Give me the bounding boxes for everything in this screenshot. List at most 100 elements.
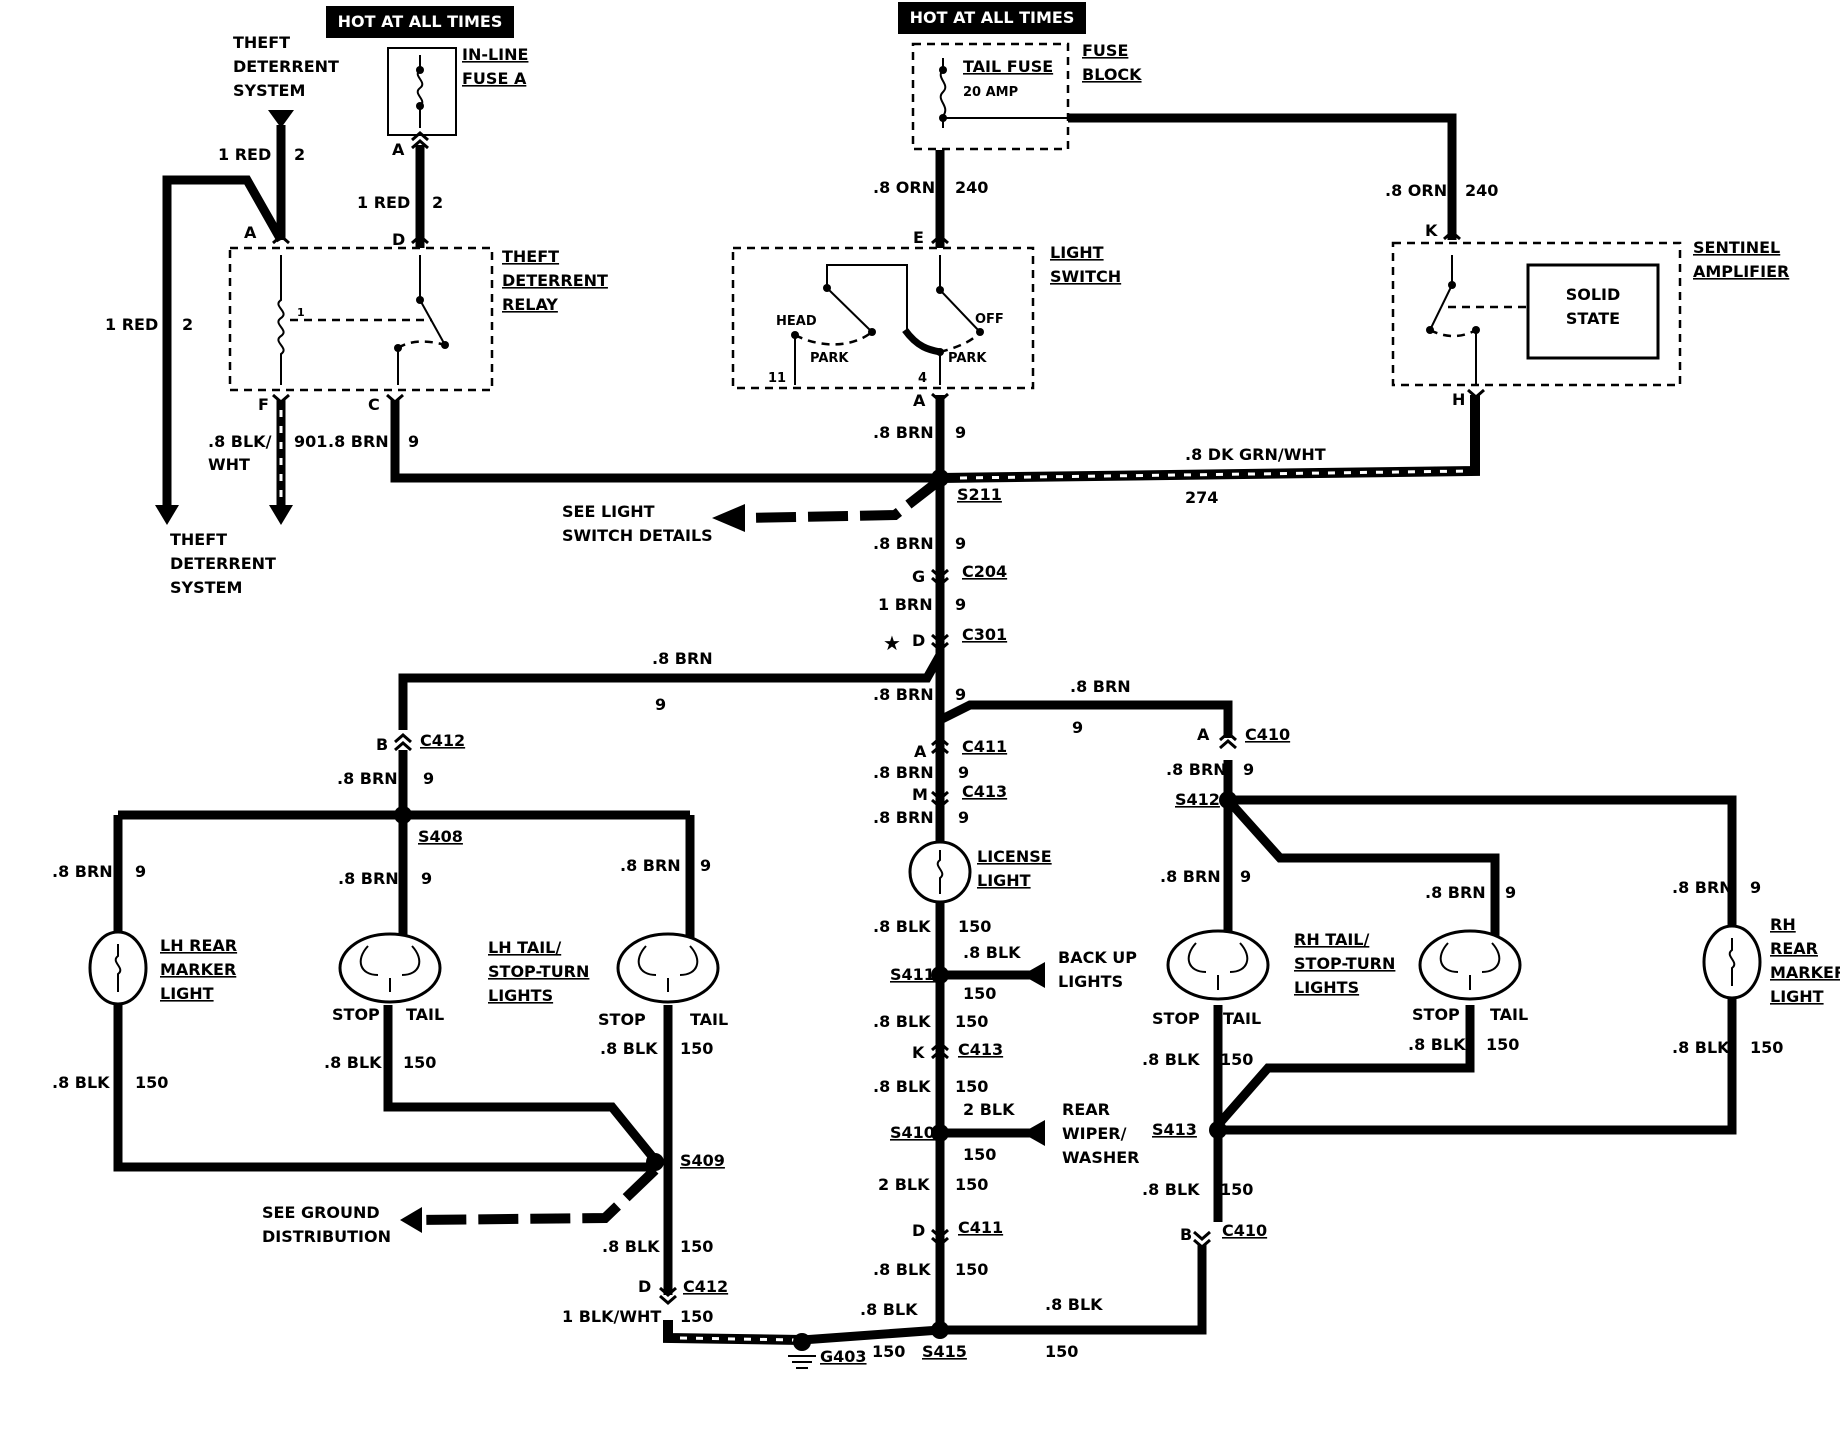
wire-blk-rh-marker-circ: 150 [1750, 1038, 1783, 1057]
pin-a-c410: A [1197, 725, 1210, 744]
see-light-switch-2: SWITCH DETAILS [562, 526, 713, 545]
lh-marker-label-1: LH REAR [160, 936, 237, 955]
pin-e-switch: E [913, 228, 924, 247]
license-light-bulb [908, 840, 972, 904]
arrows [155, 110, 1045, 1233]
wire-s415-to-g403 [801, 1325, 941, 1345]
labels: THEFT DETERRENT SYSTEM IN-LINE FUSE A TA… [52, 33, 1840, 1366]
wire-fuse-to-sentinel [1068, 113, 1457, 240]
splice-s409: S409 [680, 1151, 725, 1170]
wire-lh-stop-ground [383, 1005, 659, 1163]
arrow-left-light-switch [712, 504, 745, 532]
connector-c411-bottom: C411 [958, 1218, 1003, 1237]
inline-fuse-label-2: FUSE A [462, 69, 527, 88]
lh-tail-label-2: STOP-TURN [488, 962, 589, 981]
lh-tail-label-1: LH TAIL/ [488, 938, 561, 957]
hot-header-2: HOT AT ALL TIMES [910, 8, 1075, 27]
wire-g403-circ: 150 [872, 1342, 905, 1361]
mark-relay-d [411, 234, 429, 245]
pin-f-relay: F [258, 395, 269, 414]
mark-relay-f [272, 393, 290, 404]
wire-see-ground [419, 1166, 659, 1225]
rh-tail-stop-turn-bulb [1418, 929, 1522, 1001]
fuse-a-dot-top [416, 66, 424, 74]
rh-marker-label-2: REAR [1770, 939, 1818, 958]
connector-c204: C204 [962, 562, 1007, 581]
components: HOT AT ALL TIMES HOT AT ALL TIMES [88, 2, 1762, 1369]
wire-blk-s415-left: .8 BLK [860, 1300, 918, 1319]
wire-brn-lh-tail-circ: 9 [700, 856, 711, 875]
wire-blk-rh-marker: .8 BLK [1672, 1038, 1730, 1057]
tail-fuse-dot-top [939, 66, 947, 74]
switch-park2-label: PARK [948, 351, 987, 366]
wire-orn-sentinel-circ: 240 [1465, 181, 1498, 200]
arrow-left-wiper [1022, 1120, 1045, 1146]
wire-brn-c410: .8 BRN [1166, 760, 1227, 779]
splice-s211-dot [931, 469, 949, 487]
wire-orn-switch-circ: 240 [955, 178, 988, 197]
see-ground-1: SEE GROUND [262, 1203, 380, 1222]
pin-b-c412: B [376, 735, 388, 754]
wire-orn-sentinel: .8 ORN [1385, 181, 1447, 200]
wire-blk-s413: .8 BLK [1142, 1180, 1200, 1199]
wire-brn-lh-tail: .8 BRN [620, 856, 681, 875]
wire-blk-s409-circ: 150 [680, 1237, 713, 1256]
star-marker: ★ [883, 631, 901, 655]
switch-pin-11: 11 [768, 371, 786, 386]
wire-rh-marker-ground [1218, 995, 1737, 1135]
mark-c411-top [931, 736, 949, 755]
wire-blk-c413-circ: 150 [955, 1077, 988, 1096]
rh-tail-label-b: TAIL [1490, 1005, 1528, 1024]
wire-left-branch [398, 652, 944, 730]
wire-dkgrn-wht-stripe [959, 469, 1471, 480]
wire-brn-s211-below: .8 BRN [873, 534, 934, 553]
splice-s408: S408 [418, 827, 463, 846]
wire-red-fuse: 1 RED [357, 193, 410, 212]
see-ground-2: DISTRIBUTION [262, 1227, 391, 1246]
arrow-left-ground [400, 1207, 422, 1233]
light-switch [731, 246, 1035, 390]
wire-s412-to-rh-tail [1224, 796, 1500, 940]
connector-c413-top: C413 [962, 782, 1007, 801]
solid-state-box [1526, 263, 1660, 360]
wire-s412-to-rh-marker [1228, 795, 1737, 935]
sentinel-contact [1429, 255, 1453, 331]
connector-c410-bottom: C410 [1222, 1221, 1267, 1240]
wire-right-branch [937, 700, 1233, 738]
pin-d-c412: D [638, 1277, 651, 1296]
wire-blk-lh-stop: .8 BLK [324, 1053, 382, 1072]
inline-fuse-a [387, 47, 457, 136]
wire-see-light-switch [744, 476, 944, 523]
theft-bottom-line3: SYSTEM [170, 578, 242, 597]
wire-blk-lh-tail-circ: 150 [680, 1039, 713, 1058]
arrow-down-relay-f [269, 505, 293, 525]
wire-blk-lh-stop-circ: 150 [403, 1053, 436, 1072]
fuse-block-label-2: BLOCK [1082, 65, 1142, 84]
splice-s412-dot [1219, 791, 1237, 809]
wire-brn-lh-stop-circ: 9 [421, 869, 432, 888]
pin-a-relay: A [244, 223, 257, 242]
pin-g-c204: G [912, 567, 925, 586]
wire-brn-right-branch: .8 BRN [1070, 677, 1131, 696]
rh-marker-label-4: LIGHT [1770, 987, 1824, 1006]
splice-s412: S412 [1175, 790, 1220, 809]
wire-brn-trunk-2-circ: 9 [955, 685, 966, 704]
mark-c410-bottom [1193, 1230, 1211, 1249]
wire-blk-c411: .8 BLK [873, 1260, 931, 1279]
theft-top-line3: SYSTEM [233, 81, 305, 100]
mark-c413-bottom [931, 1041, 949, 1060]
pin-k-c413: K [912, 1043, 925, 1062]
relay-label-3: RELAY [502, 295, 558, 314]
wire-red-fuse-circ: 2 [432, 193, 443, 212]
wire-red-loop-circ: 2 [182, 315, 193, 334]
hot-badge-1 [326, 6, 514, 38]
solid-state-1: SOLID [1566, 285, 1621, 304]
mark-relay-a [272, 234, 290, 245]
rh-rear-marker-bulb [1702, 924, 1762, 1000]
wire-blk-rh-tail: .8 BLK [1408, 1035, 1466, 1054]
splice-s415: S415 [922, 1342, 967, 1361]
splice-s411: S411 [890, 965, 935, 984]
license-light-label-1: LICENSE [977, 847, 1052, 866]
wire-brn-right-branch-circ: 9 [1072, 718, 1083, 737]
wire-blkwht-relay: .8 BLK/ [208, 432, 272, 451]
